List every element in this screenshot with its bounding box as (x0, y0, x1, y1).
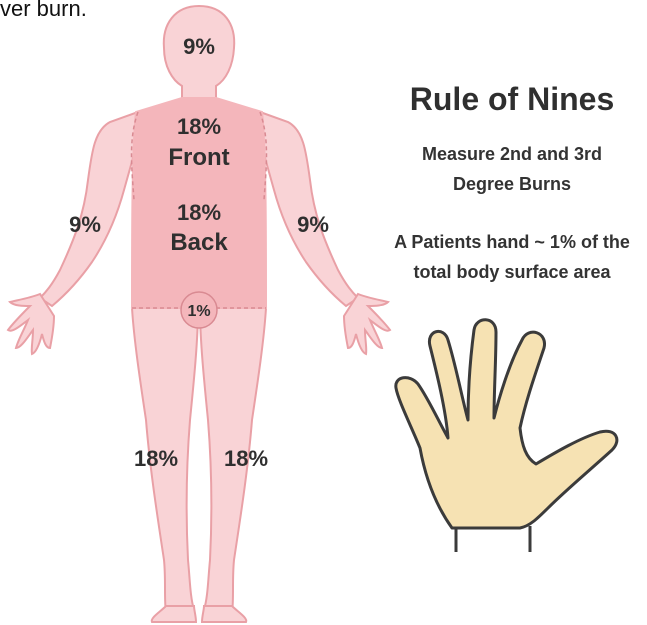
head-percent: 9% (183, 34, 215, 59)
subtitle-line-2: Degree Burns (453, 174, 571, 194)
left-leg-percent: 18% (134, 446, 178, 471)
right-arm (260, 112, 358, 306)
left-arm-percent: 9% (69, 212, 101, 237)
torso-front-label: Front (168, 144, 229, 171)
subtitle-line-1: Measure 2nd and 3rd (422, 144, 602, 164)
torso-back-label: Back (170, 229, 228, 256)
right-leg-percent: 18% (224, 446, 268, 471)
right-arm-percent: 9% (297, 212, 329, 237)
diagram-title: Rule of Nines (410, 81, 614, 117)
groin-percent: 1% (187, 303, 210, 320)
right-foot (202, 606, 246, 622)
torso-back-percent: 18% (177, 200, 221, 225)
left-foot (152, 606, 196, 622)
left-arm (40, 112, 138, 306)
hand-note-line-1: A Patients hand ~ 1% of the (394, 232, 630, 252)
palm-hand-icon (396, 320, 617, 552)
hand-note-line-2: total body surface area (413, 262, 611, 282)
torso-front-percent: 18% (177, 114, 221, 139)
